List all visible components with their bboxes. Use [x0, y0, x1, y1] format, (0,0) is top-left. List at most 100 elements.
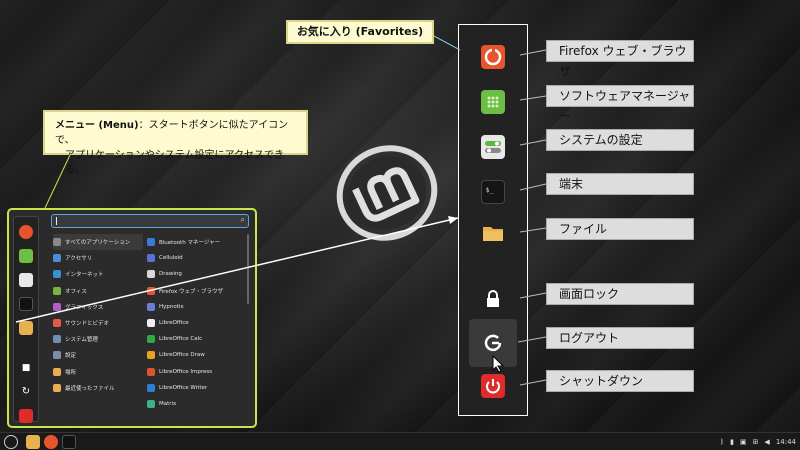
menu-category-item[interactable]: 場所 [53, 364, 143, 380]
menu-category-label: システム管理 [65, 337, 98, 344]
system-tray: ᛒ ▮ ▣ ⊞ ◀ 14:44 [720, 433, 796, 450]
volume-icon[interactable]: ◀ [764, 438, 770, 446]
menu-category-item[interactable]: システム管理 [53, 331, 143, 347]
category-icon [53, 238, 61, 247]
menu-category-item[interactable]: オフィス [53, 283, 143, 299]
menu-app-label: LibreOffice Draw [159, 352, 205, 359]
menu-app-item[interactable]: Matrix [147, 396, 243, 412]
menu-category-item[interactable]: 設定 [53, 347, 143, 363]
menu-app-label: Matrix [159, 400, 177, 407]
software-manager-icon[interactable] [481, 90, 505, 114]
menu-category-item[interactable]: 最近使ったファイル [53, 380, 143, 396]
favorite-label: システムの設定 [546, 129, 694, 151]
category-icon [53, 335, 61, 344]
menu-app-item[interactable]: LibreOffice Impress [147, 364, 243, 380]
category-icon [53, 367, 61, 376]
menu-category-item[interactable]: グラフィックス [53, 299, 143, 315]
menu-category-item[interactable]: アクセサリ [53, 250, 143, 266]
menu-app-label: Firefox ウェブ・ブラウザ [159, 288, 223, 295]
favorites-callout: お気に入り (Favorites) [286, 20, 434, 44]
network-icon[interactable]: ⊞ [752, 438, 759, 446]
favorites-panel: $_ [458, 24, 528, 416]
firefox-icon[interactable] [44, 435, 58, 449]
menu-app-label: Bluetooth マネージャー [159, 240, 221, 247]
search-icon: ⌕ [240, 215, 245, 224]
menu-app-item[interactable]: Drawing [147, 266, 243, 282]
menu-app-item[interactable]: LibreOffice Draw [147, 347, 243, 363]
svg-text:$_: $_ [486, 186, 494, 194]
menu-callout-text-2: アプリケーションやシステム設定にアクセスできる。 [65, 150, 284, 176]
menu-app-item[interactable]: Celluloid [147, 250, 243, 266]
menu-app-label: LibreOffice [159, 320, 189, 327]
category-icon [53, 270, 61, 279]
category-icon [53, 351, 61, 360]
lock-icon[interactable] [481, 287, 505, 311]
menu-app-item[interactable]: LibreOffice Writer [147, 380, 243, 396]
menu-category-item[interactable]: すべてのアプリケーション [53, 234, 143, 251]
app-icon [147, 399, 155, 408]
app-icon [147, 335, 155, 344]
menu-category-label: グラフィックス [65, 304, 104, 311]
terminal-icon[interactable] [62, 435, 76, 449]
lock-icon[interactable]: ■ [21, 363, 31, 373]
firefox-icon[interactable] [481, 45, 505, 69]
menu-app-label: Celluloid [159, 255, 183, 262]
folder-icon[interactable] [26, 435, 40, 449]
menu-callout-text-1: ：スタートボタンに似たアイコンで、 [55, 120, 289, 146]
favorite-label: 画面ロック [546, 283, 694, 305]
software-manager-icon[interactable] [19, 249, 33, 263]
terminal-icon[interactable] [19, 297, 33, 311]
folder-icon[interactable] [19, 321, 33, 335]
menu-app-item[interactable]: LibreOffice Calc [147, 331, 243, 347]
app-icon [147, 254, 155, 263]
logout-icon[interactable]: ↻ [21, 386, 31, 397]
app-icon [147, 319, 155, 328]
menu-button-icon[interactable] [4, 435, 18, 449]
menu-category-item[interactable]: インターネット [53, 266, 143, 282]
taskbar: ᛒ ▮ ▣ ⊞ ◀ 14:44 [0, 432, 800, 450]
system-settings-icon[interactable] [481, 135, 505, 159]
category-icon [53, 319, 61, 328]
clock[interactable]: 14:44 [775, 438, 796, 446]
application-menu: ■ ↻ ⌕ すべてのアプリケーションアクセサリインターネットオフィスグラフィック… [7, 208, 257, 428]
category-icon [53, 254, 61, 263]
scrollbar[interactable] [247, 234, 249, 304]
app-icon [147, 286, 155, 295]
app-icon [147, 367, 155, 376]
printer-icon[interactable]: ▣ [739, 438, 747, 446]
category-icon [53, 383, 61, 392]
menu-app-item[interactable]: Bluetooth マネージャー [147, 234, 243, 250]
menu-callout-title: メニュー (Menu) [55, 120, 139, 131]
folder-icon[interactable] [481, 221, 505, 245]
shield-icon[interactable]: ▮ [730, 438, 734, 446]
menu-app-label: LibreOffice Impress [159, 368, 213, 375]
menu-callout: メニュー (Menu)：スタートボタンに似たアイコンで、 アプリケーションやシス… [43, 110, 308, 176]
app-icon [147, 351, 155, 360]
menu-category-item[interactable]: サウンドとビデオ [53, 315, 143, 331]
favorite-label: シャットダウン [546, 370, 694, 392]
menu-app-label: LibreOffice Calc [159, 336, 203, 343]
menu-search-input[interactable]: ⌕ [51, 214, 249, 228]
shutdown-icon[interactable] [19, 409, 33, 423]
menu-app-item[interactable]: Firefox ウェブ・ブラウザ [147, 283, 243, 299]
category-icon [53, 302, 61, 311]
bluetooth-icon[interactable]: ᛒ [719, 438, 725, 446]
menu-app-item[interactable]: Hypnotix [147, 299, 243, 315]
menu-app-label: Hypnotix [159, 303, 184, 310]
menu-app-label: LibreOffice Writer [159, 384, 208, 391]
favorite-label: ログアウト [546, 327, 694, 349]
category-icon [53, 286, 61, 295]
logout-icon[interactable] [481, 331, 505, 355]
system-settings-icon[interactable] [19, 273, 33, 287]
favorite-label: Firefox ウェブ・ブラウザ [546, 40, 694, 78]
terminal-icon[interactable]: $_ [481, 180, 505, 204]
menu-category-label: 設定 [65, 353, 77, 360]
app-icon [147, 238, 155, 247]
firefox-icon[interactable] [19, 225, 33, 239]
text-cursor [56, 217, 57, 225]
menu-app-item[interactable]: LibreOffice [147, 315, 243, 331]
app-icon [147, 383, 155, 392]
menu-app-label: Drawing [159, 271, 182, 278]
shutdown-icon[interactable] [481, 374, 505, 398]
menu-favorites-bar: ■ ↻ [13, 216, 39, 423]
